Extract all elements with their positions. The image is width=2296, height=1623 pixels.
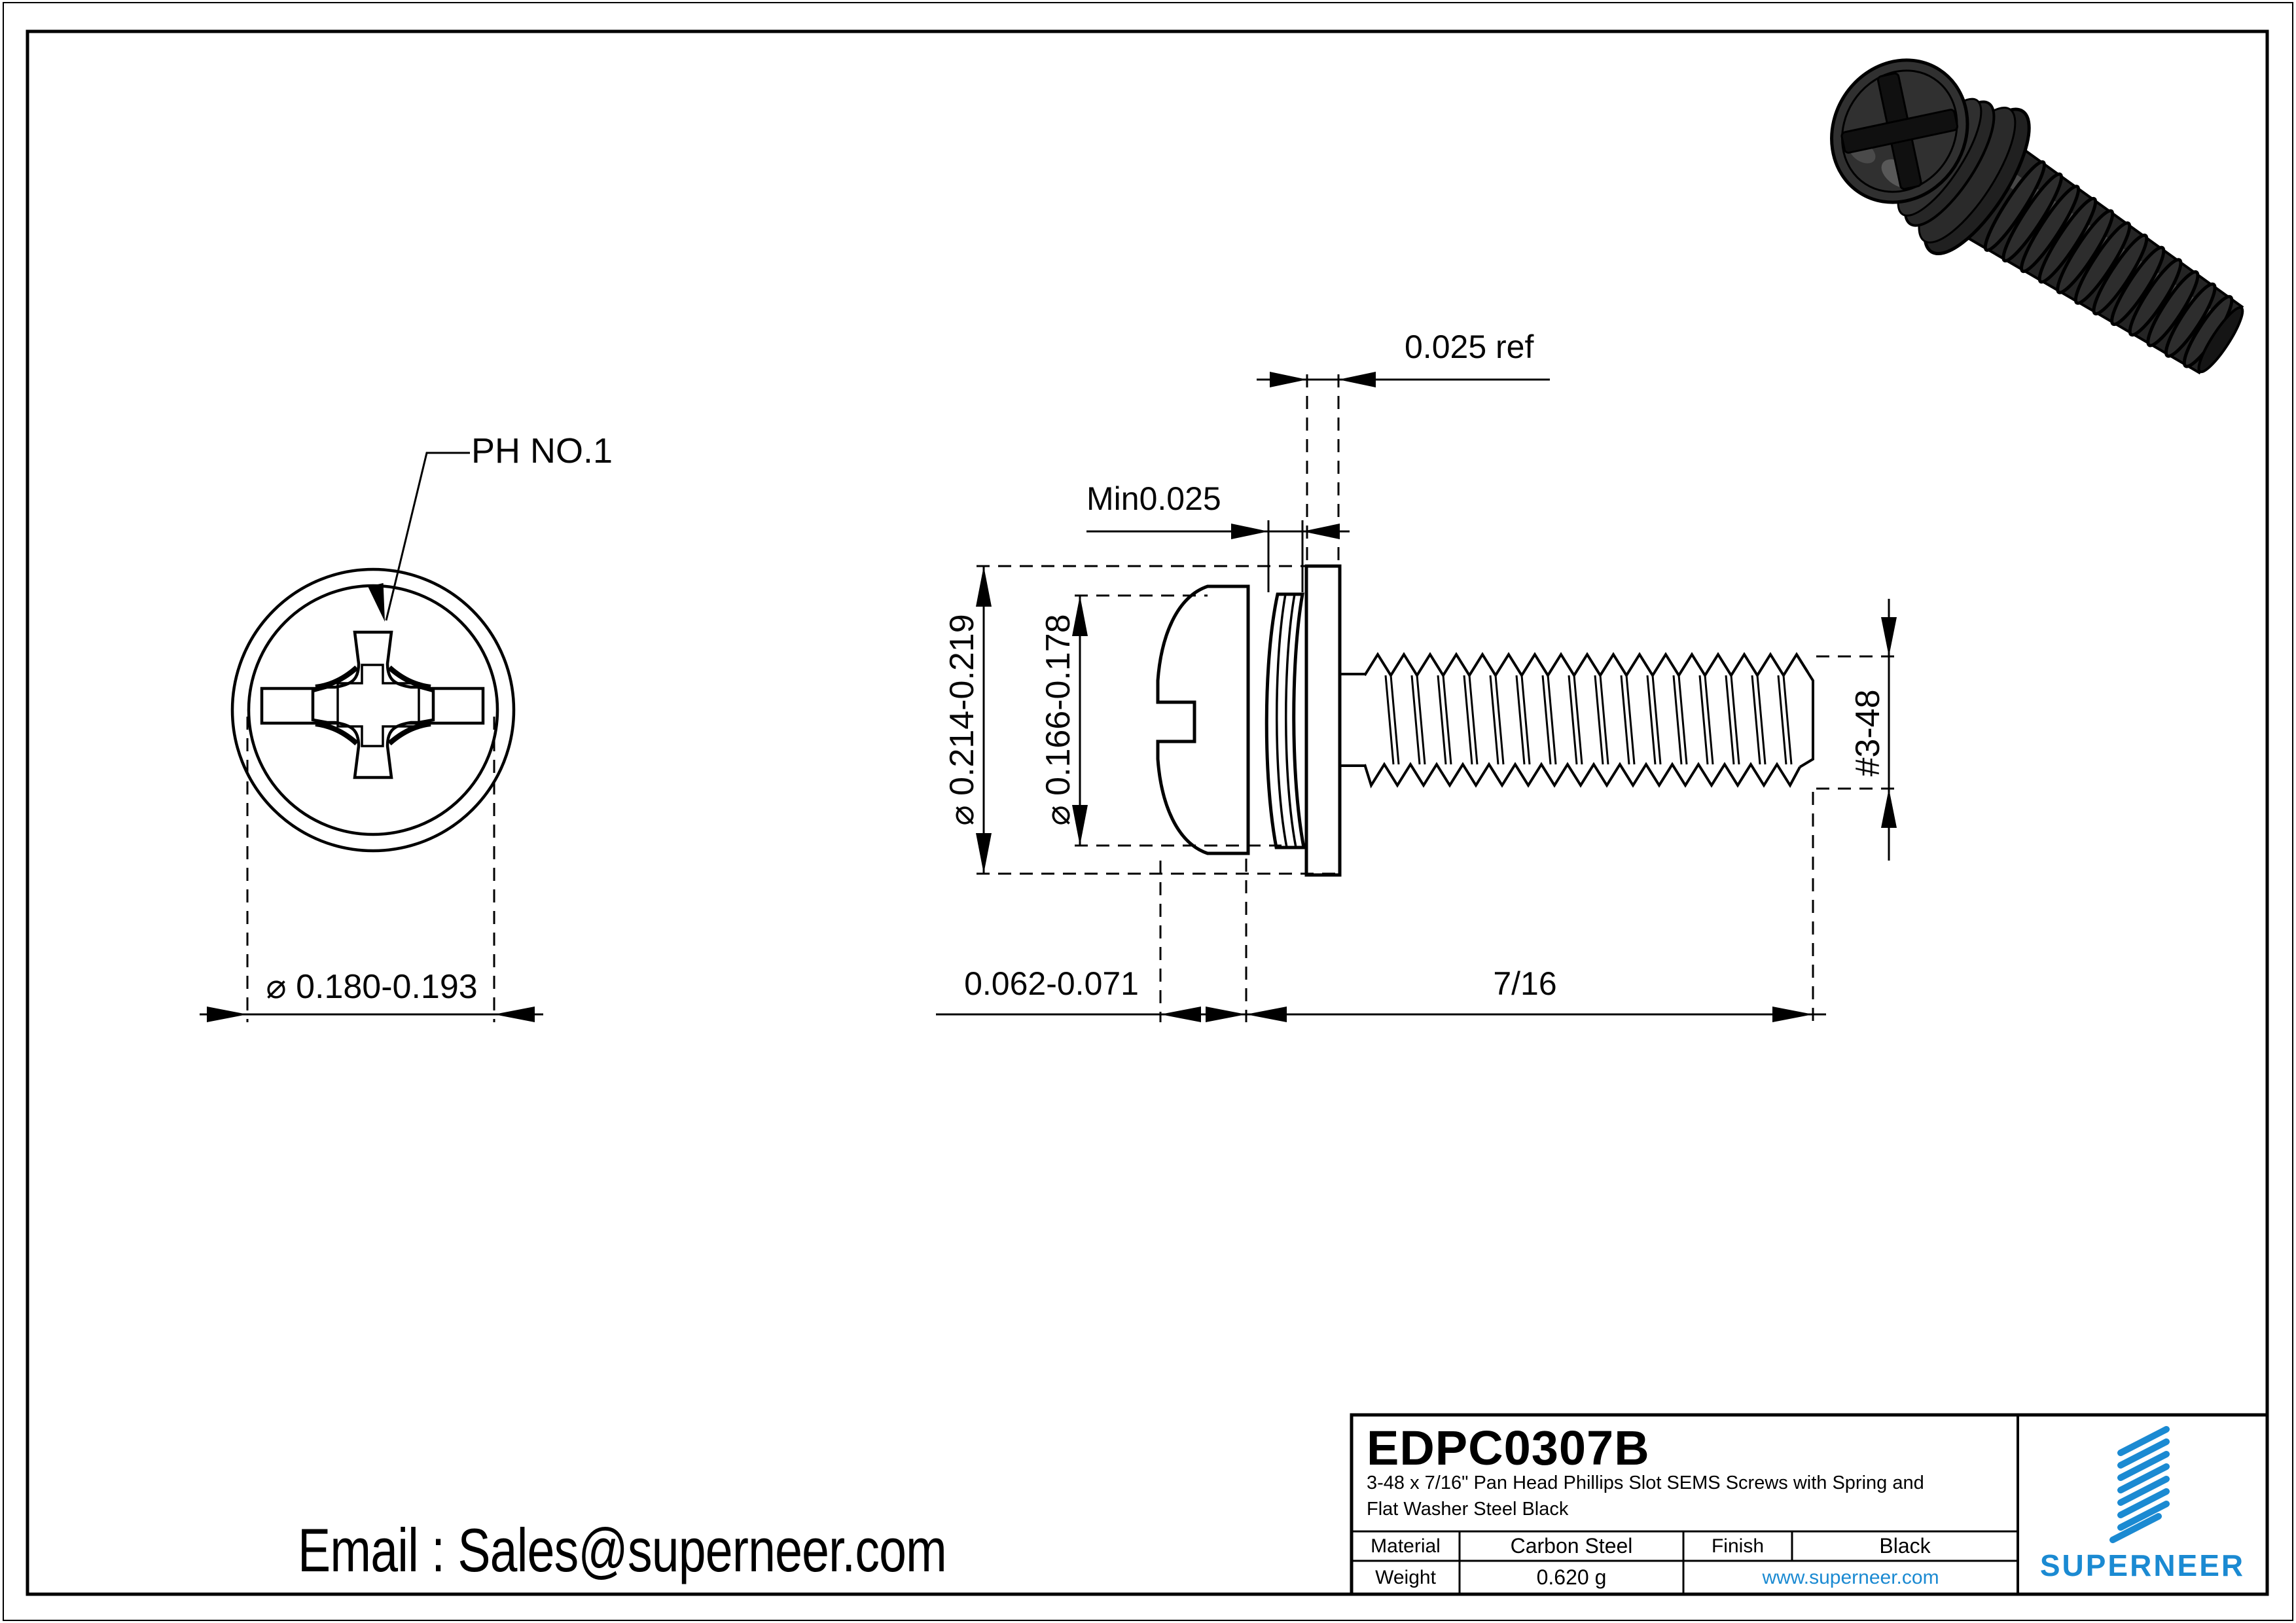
head-outer-circle (230, 567, 516, 853)
thread-rings (1983, 160, 2234, 368)
brand-hatch-icon (2109, 1426, 2170, 1543)
ph-leader-line (368, 452, 470, 622)
pan-head-profile (1156, 584, 1250, 855)
spring-min-dim: Min0.025 (1086, 480, 1221, 517)
weight-label: Weight (1375, 1566, 1436, 1588)
website-link[interactable]: www.superneer.com (1762, 1566, 1939, 1588)
brand-wordmark: SUPERNEER (2039, 1548, 2246, 1582)
weight-value: 0.620 g (1536, 1565, 1607, 1589)
extension-lines (977, 374, 1901, 1022)
part-number: EDPC0307B (1367, 1421, 1650, 1475)
flat-washer (1304, 564, 1342, 877)
ph-number-label: PH NO.1 (471, 431, 613, 471)
washer-od-dim: ⌀ 0.214-0.219 (943, 614, 981, 826)
spring-washer (1265, 592, 1306, 849)
head-height-dim: 0.062-0.071 (964, 965, 1139, 1002)
thread-length-dim: 7/16 (1493, 965, 1557, 1002)
thread-spec-dim: #3-48 (1849, 689, 1887, 777)
phillips-flank-shadows (315, 665, 431, 746)
shank (1340, 673, 1366, 767)
screw-3d-render (1830, 58, 2244, 375)
description-line-2: Flat Washer Steel Black (1367, 1499, 1569, 1520)
thread-profile (1363, 652, 1814, 789)
dimension-lines (936, 372, 1897, 1022)
phillips-cross (311, 630, 435, 779)
description-line-1: 3-48 x 7/16" Pan Head Phillips Slot SEMS… (1367, 1472, 1924, 1493)
material-label: Material (1371, 1535, 1441, 1557)
title-block-grid (1350, 1413, 2269, 1596)
finish-value: Black (1879, 1534, 1931, 1558)
front-dimension (200, 717, 543, 1022)
front-view (200, 452, 543, 1022)
page-border (3, 2, 2293, 1621)
contact-email: Email : Sales@superneer.com (298, 1516, 947, 1584)
side-view (936, 372, 1901, 1022)
material-value: Carbon Steel (1510, 1534, 1633, 1558)
render-phillips-cross (1840, 72, 1959, 190)
washer-ref-dim: 0.025 ref (1405, 329, 1534, 365)
finish-label: Finish (1711, 1535, 1765, 1557)
thread-end-chamfer (1795, 653, 1814, 768)
front-diameter-dim: ⌀ 0.180-0.193 (266, 968, 478, 1006)
head-od-dim: ⌀ 0.166-0.178 (1039, 614, 1077, 826)
